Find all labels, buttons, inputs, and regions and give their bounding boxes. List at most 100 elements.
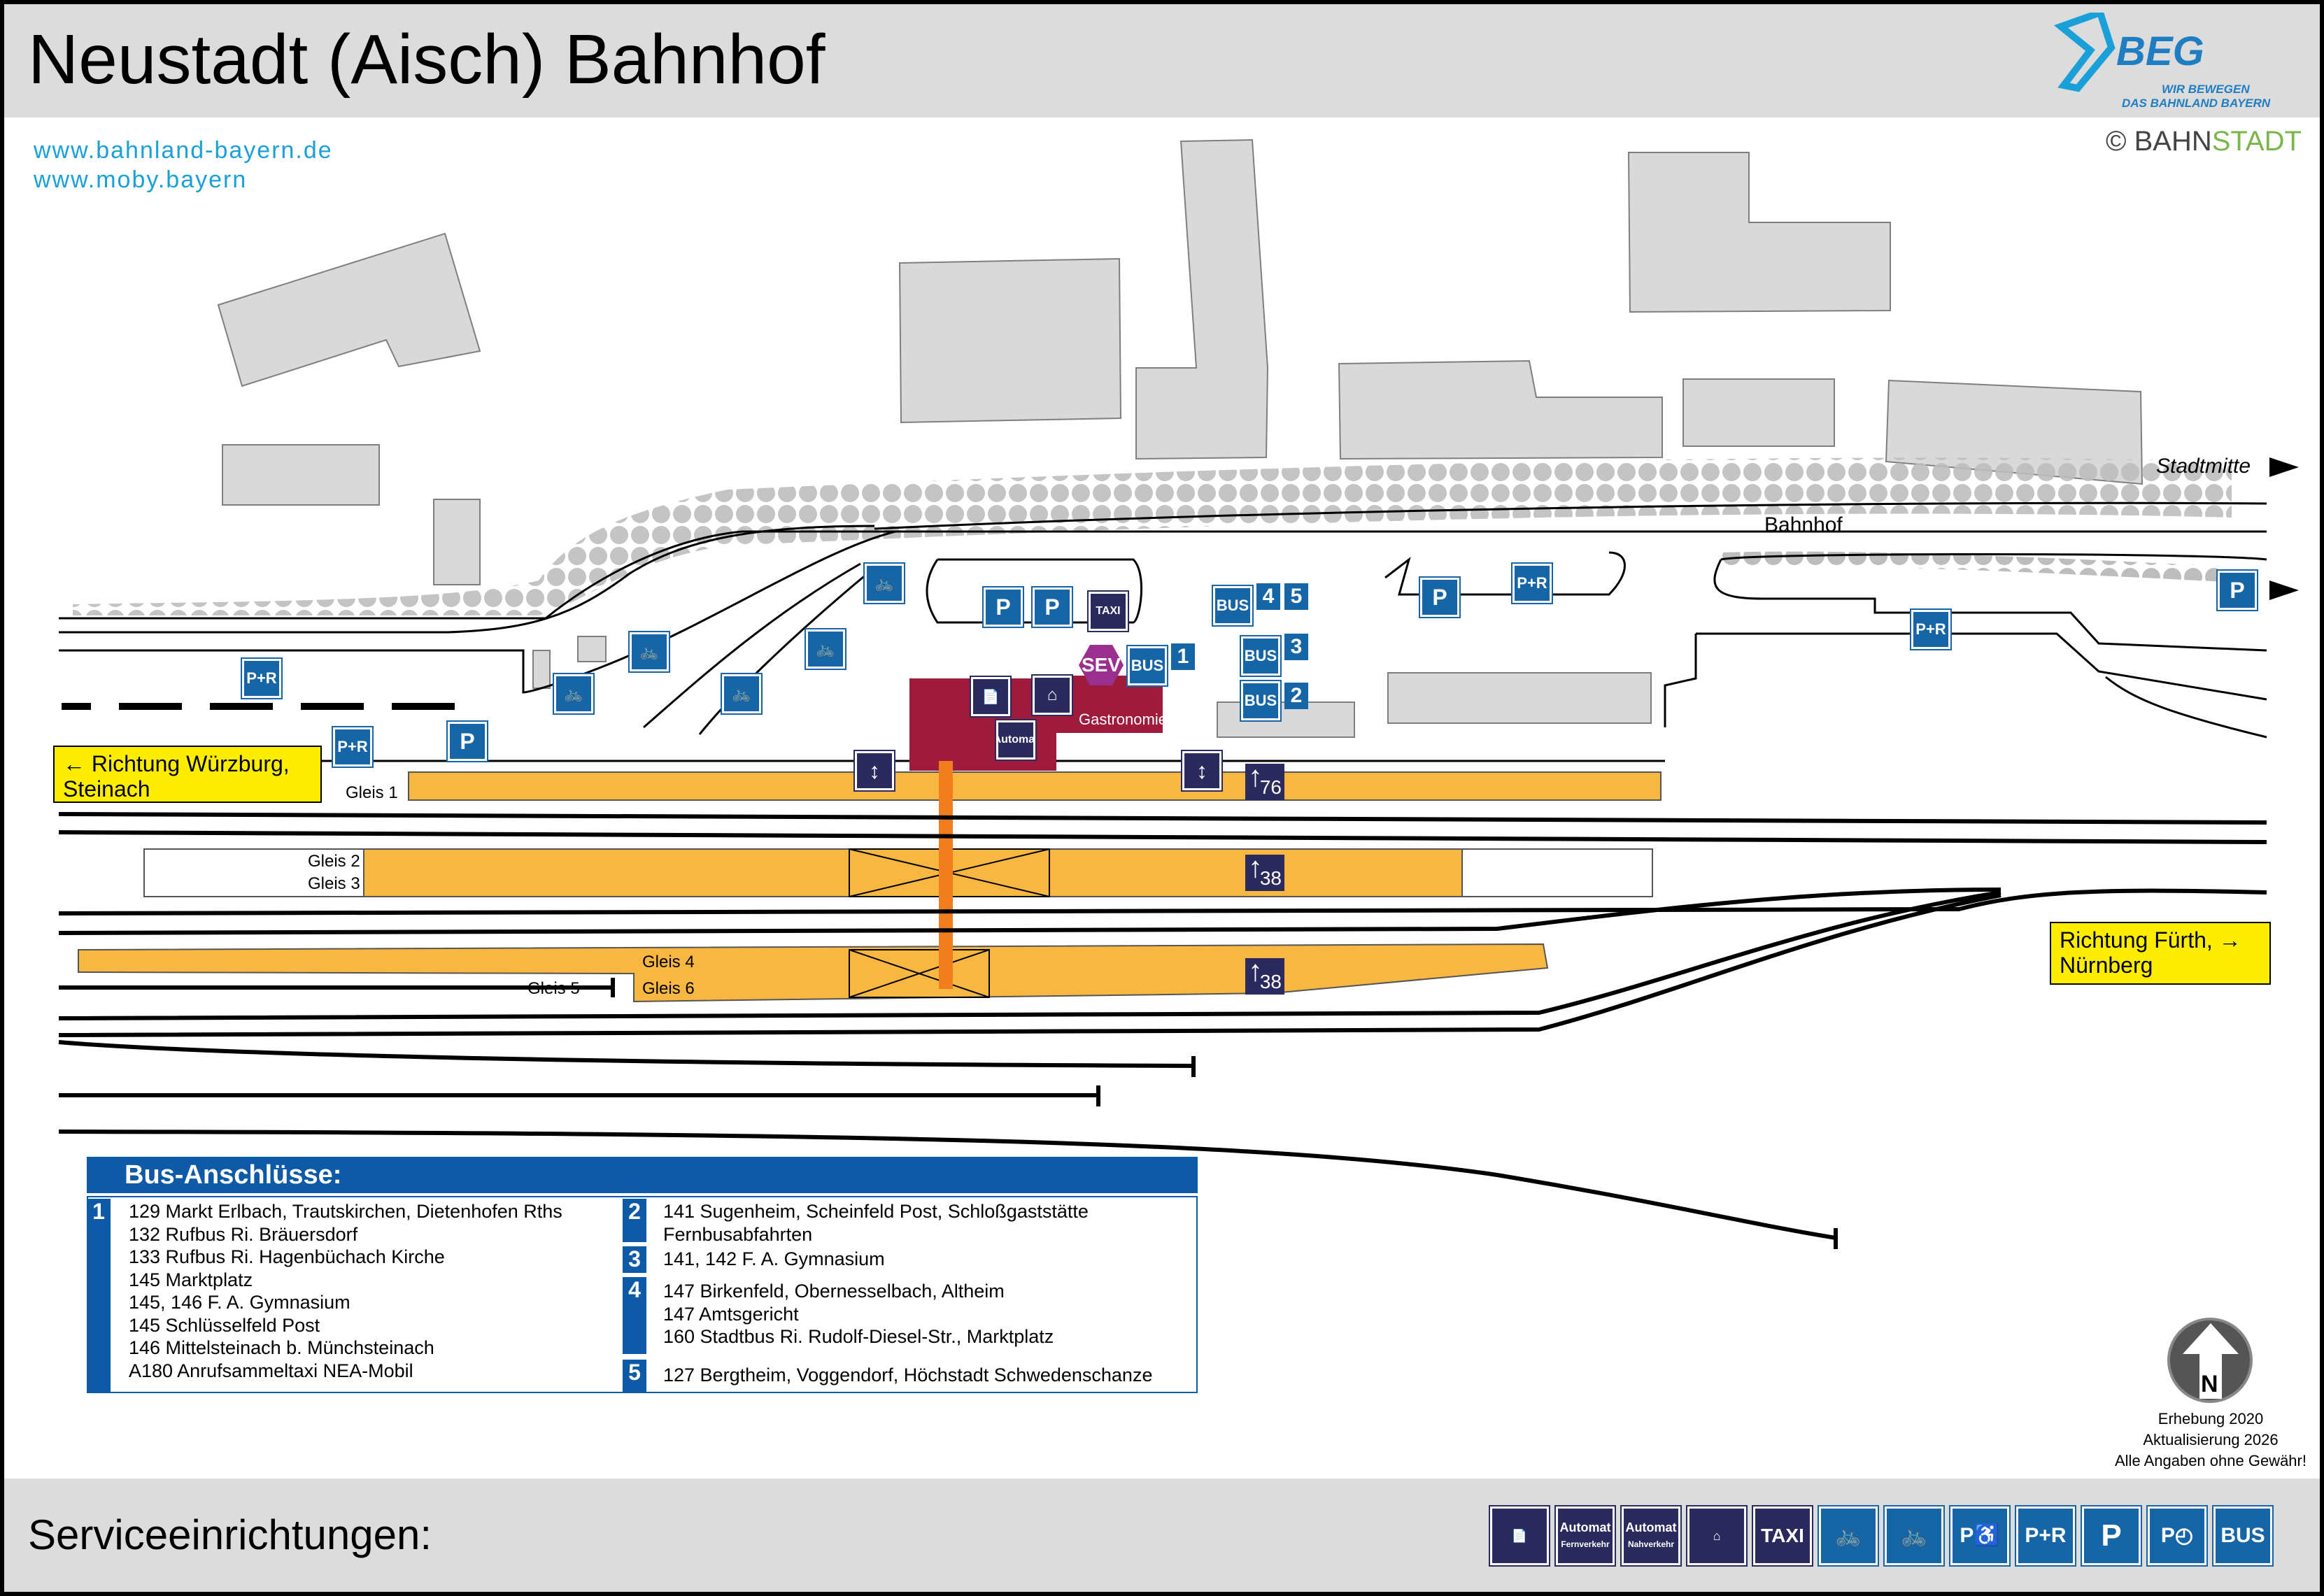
building — [1135, 138, 1269, 460]
park-and-ride-icon: P+R — [1910, 608, 1952, 650]
bus-icon: BUS — [1212, 585, 1254, 627]
bicycle-icon: 🚲 — [721, 673, 763, 715]
underpass-orange — [939, 761, 953, 989]
building — [1338, 359, 1663, 460]
street-arrows — [2269, 457, 2299, 600]
bus-line: 146 Mittelsteinach b. Münchsteinach — [129, 1337, 434, 1358]
travel-center-icon: ⌂ — [1031, 674, 1073, 716]
label-gleis-6: Gleis 6 — [642, 979, 695, 998]
bicycle-icon: 🚲 — [628, 631, 670, 673]
taxi-icon: TAXI — [1087, 590, 1129, 632]
link-bahnland[interactable]: www.bahnland-bayern.de — [34, 137, 333, 164]
parking-disabled-icon: P — [982, 586, 1024, 628]
north-label: N — [2201, 1371, 2218, 1397]
bicycle-parking-icon: 🚲 — [1818, 1505, 1879, 1567]
tracks — [58, 812, 2267, 1240]
direction-east-line-1: Richtung Fürth, — [2060, 927, 2241, 953]
bus-connections-title: Bus-Anschlüsse: — [87, 1157, 1198, 1193]
elevator-icon: ↕ — [853, 750, 895, 792]
building — [1387, 672, 1652, 724]
direction-east-line-2: Nürnberg — [2060, 953, 2153, 978]
parking-shortterm-icon: P — [1031, 586, 1073, 628]
copyright-stadt: STADT — [2211, 126, 2302, 157]
building — [217, 232, 481, 387]
bus-line: 160 Stadtbus Ri. Rudolf-Diesel-Str., Mar… — [663, 1326, 1054, 1347]
platform-number-1: 76 — [1245, 760, 1284, 800]
bus-stop-badge-3: 3 — [623, 1246, 646, 1273]
bicycle-icon: 🚲 — [805, 628, 846, 670]
copyright-bahn: BAHN — [2134, 126, 2212, 157]
bus-stop-badge-5: 5 — [623, 1360, 646, 1392]
bicycle-icon: 🚲 — [553, 673, 595, 715]
bus-icon: BUS — [2212, 1505, 2274, 1567]
page-title: Neustadt (Aisch) Bahnhof — [28, 20, 826, 99]
bicycle-icon: 🚲 — [863, 562, 905, 604]
bus-stop-5: 5 — [1284, 583, 1308, 610]
bus-connections-panel: Bus-Anschlüsse: 1 129 Markt Erlbach, Tra… — [87, 1157, 1198, 1395]
bus-line: 127 Bergtheim, Voggendorf, Höchstadt Sch… — [663, 1365, 1153, 1385]
parking-disabled-icon: P♿ — [1949, 1505, 2011, 1567]
bus-line: 133 Rufbus Ri. Hagenbüchach Kirche — [129, 1246, 445, 1267]
direction-west: Richtung Würzburg, Steinach — [53, 746, 322, 803]
park-and-ride-icon: P+R — [2015, 1505, 2076, 1567]
label-gleis-2: Gleis 2 — [308, 852, 360, 871]
elevator-icon: ↕ — [1181, 750, 1223, 792]
bus-line: 141 Sugenheim, Scheinfeld Post, Schloßga… — [663, 1201, 1089, 1222]
park-and-ride-icon: P+R — [332, 726, 374, 768]
beg-tagline-1: WIR BEWEGEN — [2162, 83, 2250, 96]
bus-stop-5-lines: 127 Bergtheim, Voggendorf, Höchstadt Sch… — [663, 1364, 1152, 1387]
label-bahnhof-street: Bahnhof — [1764, 513, 1843, 536]
bus-stop-badge-4: 4 — [623, 1277, 646, 1354]
web-links: www.bahnland-bayern.de www.moby.bayern — [34, 136, 333, 194]
bus-stop-2-lines: 141 Sugenheim, Scheinfeld Post, Schloßga… — [663, 1200, 1089, 1246]
bus-stop-4-lines: 147 Birkenfeld, Obernesselbach, Altheim … — [663, 1280, 1054, 1348]
north-arrow-shape — [2183, 1323, 2239, 1399]
label-gleis-1: Gleis 1 — [346, 783, 398, 802]
platform-number-2: 38 — [1245, 850, 1284, 891]
building — [532, 650, 551, 689]
label-gleis-3: Gleis 3 — [308, 874, 360, 893]
building — [577, 636, 607, 662]
label-gleis-5: Gleis 5 — [527, 979, 580, 998]
bus-line: 145 Schlüsselfeld Post — [129, 1314, 320, 1336]
note-survey: Erhebung 2020 — [2158, 1410, 2264, 1427]
bus-icon: BUS — [1126, 645, 1168, 687]
ticket-machine-icon: 📄 — [970, 676, 1012, 718]
label-gleis-4: Gleis 4 — [642, 953, 695, 971]
buildings — [217, 138, 2144, 738]
bus-line: Fernbusabfahrten — [663, 1223, 813, 1245]
bus-line: 129 Markt Erlbach, Trautskirchen, Dieten… — [129, 1201, 562, 1222]
parking-disabled-icon: P — [446, 720, 488, 762]
travel-center-icon: ⌂ — [1686, 1505, 1748, 1567]
copyright: © BAHNSTADT — [2106, 126, 2302, 157]
building — [1627, 152, 1891, 313]
platform-number-3: 38 — [1245, 954, 1284, 995]
platform-gleis-2-3 — [363, 848, 1463, 897]
direction-west-line-1: Richtung Würzburg, — [63, 751, 290, 776]
bus-line: 145, 146 F. A. Gymnasium — [129, 1292, 350, 1313]
bicycle-icon: 🚲 — [1883, 1505, 1945, 1567]
track-buffers — [611, 978, 1838, 1249]
bus-stop-2: 2 — [1284, 683, 1308, 709]
bus-stop-1: 1 — [1171, 643, 1195, 670]
parking-shortterm-icon: P◴ — [2146, 1505, 2208, 1567]
roads — [59, 501, 2267, 762]
header-bar — [4, 4, 2320, 117]
survey-notes: Erhebung 2020 Aktualisierung 2026 Alle A… — [2106, 1409, 2316, 1472]
direction-west-line-2: Steinach — [63, 776, 150, 801]
link-moby[interactable]: www.moby.bayern — [34, 166, 248, 193]
bus-line: 141, 142 F. A. Gymnasium — [663, 1248, 885, 1269]
hedges — [73, 457, 2232, 615]
bus-line: 147 Amtsgericht — [663, 1303, 799, 1325]
bus-line: 132 Rufbus Ri. Bräuersdorf — [129, 1223, 358, 1245]
bus-stop-4: 4 — [1256, 583, 1280, 610]
building — [1682, 378, 1835, 447]
bus-stop-1-lines: 129 Markt Erlbach, Trautskirchen, Dieten… — [129, 1200, 562, 1382]
parking-shortterm-icon: P — [1419, 576, 1461, 618]
note-disclaimer: Alle Angaben ohne Gewähr! — [2115, 1452, 2307, 1469]
bus-stop-3-lines: 141, 142 F. A. Gymnasium — [663, 1248, 885, 1271]
beg-logo — [2053, 13, 2116, 92]
note-update: Aktualisierung 2026 — [2143, 1431, 2279, 1448]
